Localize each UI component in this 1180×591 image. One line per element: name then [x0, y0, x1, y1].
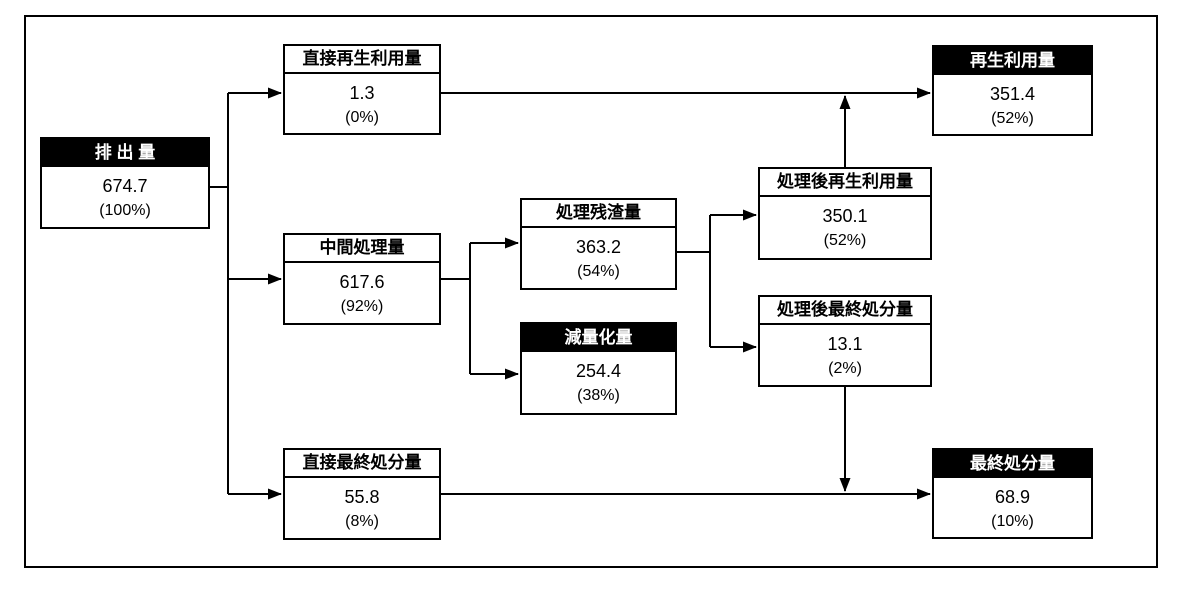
node-residue: 処理残渣量 363.2 (54%) [520, 198, 677, 290]
node-direct-recycle-title: 直接再生利用量 [285, 46, 439, 74]
node-direct-final-title: 直接最終処分量 [285, 450, 439, 478]
node-final-total-percent: (10%) [991, 513, 1034, 530]
node-intermediate-percent: (92%) [340, 298, 384, 315]
node-direct-final: 直接最終処分量 55.8 (8%) [283, 448, 441, 540]
node-post-recycle-value: 350.1 [822, 206, 868, 226]
node-direct-recycle: 直接再生利用量 1.3 (0%) [283, 44, 441, 135]
node-reduction: 減量化量 254.4 (38%) [520, 322, 677, 415]
node-residue-title: 処理残渣量 [522, 200, 675, 228]
node-emission-value: 674.7 [102, 176, 148, 196]
node-intermediate-value: 617.6 [339, 272, 385, 292]
node-reduction-title: 減量化量 [522, 324, 675, 352]
node-post-final-value: 13.1 [827, 334, 863, 354]
node-reduction-value: 254.4 [575, 361, 622, 381]
node-intermediate-title: 中間処理量 [285, 235, 439, 263]
node-post-final: 処理後最終処分量 13.1 (2%) [758, 295, 932, 387]
node-final-total-title: 最終処分量 [934, 450, 1091, 478]
node-post-recycle-percent: (52%) [823, 232, 867, 249]
node-emission-title: 排 出 量 [42, 139, 208, 167]
node-intermediate: 中間処理量 617.6 (92%) [283, 233, 441, 325]
node-recycle-total-title: 再生利用量 [934, 47, 1091, 75]
node-residue-percent: (54%) [577, 263, 620, 280]
node-post-final-percent: (2%) [828, 360, 862, 377]
node-direct-final-percent: (8%) [345, 513, 379, 530]
node-final-total-value: 68.9 [994, 487, 1031, 507]
node-direct-recycle-value: 1.3 [349, 83, 375, 103]
node-post-recycle: 処理後再生利用量 350.1 (52%) [758, 167, 932, 260]
node-recycle-total: 再生利用量 351.4 (52%) [932, 45, 1093, 136]
node-residue-value: 363.2 [575, 237, 622, 257]
node-reduction-percent: (38%) [577, 387, 620, 404]
node-emission: 排 出 量 674.7 (100%) [40, 137, 210, 229]
node-recycle-total-value: 351.4 [989, 84, 1036, 104]
node-direct-final-value: 55.8 [344, 487, 380, 507]
node-emission-percent: (100%) [99, 202, 151, 219]
node-recycle-total-percent: (52%) [991, 110, 1034, 127]
node-post-final-title: 処理後最終処分量 [760, 297, 930, 325]
node-final-total: 最終処分量 68.9 (10%) [932, 448, 1093, 539]
node-direct-recycle-percent: (0%) [345, 109, 379, 126]
node-post-recycle-title: 処理後再生利用量 [760, 169, 930, 197]
